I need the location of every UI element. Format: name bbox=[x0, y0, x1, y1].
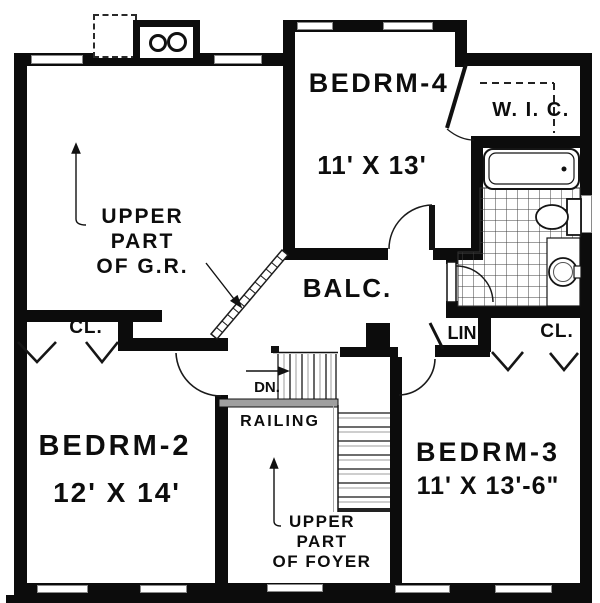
label-bedrm4-name: BEDRM-4 bbox=[308, 68, 450, 98]
closet-hanger-marks bbox=[17, 341, 580, 373]
wall-lin-right bbox=[478, 317, 491, 352]
wall-top-wic bbox=[467, 53, 592, 66]
label-closet-right: CL. bbox=[540, 321, 574, 342]
window bbox=[214, 55, 262, 64]
wic-door bbox=[445, 63, 475, 141]
window bbox=[495, 585, 552, 593]
linen-door bbox=[428, 322, 445, 350]
label-wic: W. I. C. bbox=[492, 99, 570, 121]
dn-arrow bbox=[246, 366, 290, 376]
label-railing: RAILING bbox=[240, 413, 320, 430]
window bbox=[37, 585, 88, 593]
window bbox=[383, 22, 433, 30]
bathtub-icon bbox=[483, 148, 580, 190]
wall-right bbox=[580, 53, 592, 595]
label-bedrm4-dims: 11' X 13' bbox=[317, 150, 427, 180]
wall-stairhead bbox=[340, 347, 398, 357]
wall-bottom-outer bbox=[6, 595, 592, 603]
label-balcony: BALC. bbox=[302, 273, 393, 303]
label-foyer: UPPER PART OF FOYER bbox=[272, 512, 372, 571]
bathroom-door bbox=[446, 261, 494, 303]
label-bedrm3-dims: 11' X 13'-6" bbox=[416, 472, 560, 500]
label-dn: DN. bbox=[254, 379, 280, 396]
window bbox=[267, 584, 323, 592]
window bbox=[395, 585, 450, 593]
window bbox=[31, 55, 83, 64]
sink-icon bbox=[546, 237, 582, 307]
wall-bedrm4-bottom bbox=[283, 248, 388, 260]
wall-under-lin bbox=[435, 345, 490, 357]
wall-left bbox=[14, 53, 27, 595]
wall-wic-bottom bbox=[471, 136, 592, 148]
wall-bedrm2-north bbox=[118, 338, 228, 351]
wall-bedrm4-left bbox=[283, 20, 295, 260]
wall-bedrm3-west bbox=[390, 357, 402, 585]
label-bedrm2-name: BEDRM-2 bbox=[38, 430, 192, 462]
label-bedrm3-name: BEDRM-3 bbox=[415, 437, 560, 467]
window bbox=[581, 195, 592, 233]
wall-bath-left-post-top bbox=[446, 250, 458, 264]
gr-railing-arrow bbox=[205, 262, 243, 309]
bedrm2-door bbox=[175, 352, 222, 397]
toilet-icon bbox=[535, 198, 582, 236]
bedrm4-door bbox=[388, 204, 435, 250]
gr-label-arrow bbox=[71, 142, 87, 226]
wall-bath-bottom bbox=[446, 306, 592, 318]
wall-bedrm4-right-upper bbox=[455, 20, 467, 67]
label-great-room: UPPER PART OF G.R. bbox=[96, 205, 189, 278]
label-linen: LIN bbox=[447, 323, 477, 343]
stairs bbox=[218, 346, 390, 512]
wall-foyer-left bbox=[215, 395, 228, 585]
chimney-flue-icon bbox=[167, 32, 187, 52]
stair-railing-band bbox=[218, 398, 339, 408]
chimney-flue-icon bbox=[149, 34, 167, 52]
window bbox=[140, 585, 187, 593]
window bbox=[297, 22, 333, 30]
newel-post bbox=[366, 323, 390, 349]
balcony-railing bbox=[209, 248, 290, 341]
closet-rod bbox=[480, 82, 555, 133]
bedrm3-door bbox=[398, 358, 436, 396]
label-bedrm2-dims: 12' X 14' bbox=[53, 477, 181, 508]
foyer-label-arrow bbox=[269, 457, 282, 527]
label-closet-left: CL. bbox=[69, 317, 103, 338]
